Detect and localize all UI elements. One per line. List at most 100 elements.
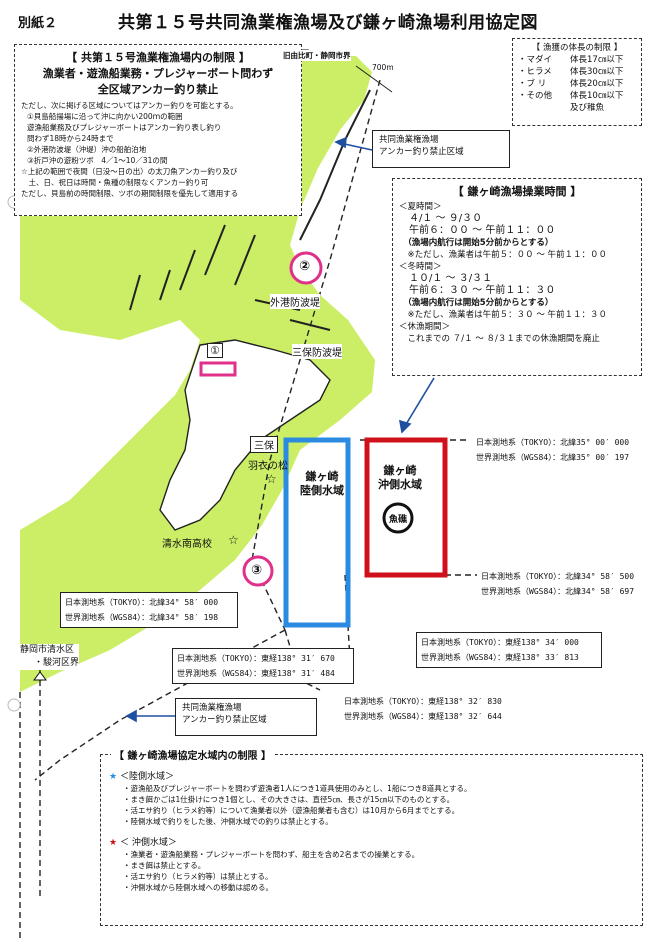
anchor-ban-bottom-box: 共同漁業権漁場 アンカー釣り禁止区域 [175,698,317,736]
coord-wgs: 世界測地系（WGS84）：北緯34° 58′ 697 [481,587,635,596]
coord-bottom-east: 日本測地系（TOKYO）：東経138° 32′ 830 世界測地系（WGS84）… [340,692,526,728]
operation-time-box: 【 鎌ヶ崎漁場操業時間 】 ＜夏時間＞ ４/１ ～ ９/３０ 午前６：００ ～ … [392,178,642,376]
fish-limit: 体長10㎝以下 [570,91,624,101]
okigawa-rule: ・まき餌は禁止とする。 [123,861,206,870]
rikugawa-rule: ・遊漁船及びプレジャーボートを問わず遊漁者1人につき1道具使用のみとし、1船につ… [123,784,472,793]
gyogyoken-title: 【 共第１５号漁業権漁場内の制限 】 [66,51,250,64]
fish-name: ・ブ リ [518,79,547,89]
district-boundary-label: 静岡市清水区 ・駿河区界 [20,644,80,670]
fish-limit: 体長17㎝以下 [570,55,624,65]
gyogyoken-restriction-box: 【 共第１５号漁業権漁場内の制限 】 漁業者・遊漁船業務・プレジャーボート問わず… [14,44,302,216]
school-star-icon: ☆ [228,533,239,547]
fish-limit: 体長20㎝以下 [570,79,624,89]
coord-right-east: 日本測地系（TOKYO）：東経138° 34′ 000 世界測地系（WGS84）… [416,632,602,668]
hagoromo-label: 羽衣の松 [248,461,288,472]
anchor-ban-bottom-line1: 共同漁業権漁場 [182,703,242,713]
gyogyoken-item: 土、日、祝日は時間・魚種の制限なくアンカー釣り可 [21,178,209,187]
reef-label: 魚礁 [389,515,408,525]
okigawa-heading: ＜ 沖側水域＞ [119,838,177,848]
operation-line: これまでの ７/１ ～ ８/３１までの休漁期間を廃止 [399,334,600,344]
shimizu-minami-label: 清水南高校 [162,539,212,550]
distance-label: 700m [372,63,394,72]
fish-size-title: 【 漁獲の体長の制限 】 [531,43,623,53]
miho-breakwater-label: 三保防波堤 [292,344,342,359]
boundary-marker-left [33,671,47,681]
coord-wgs: 世界測地系（WGS84）：東経138° 31′ 484 [177,669,335,678]
marker2-circle [289,251,323,285]
operation-line: ４/１ ～ ９/３０ [399,213,483,224]
operation-line: ＜休漁期間＞ [399,322,451,332]
rikugawa-rules: ★ ＜陸側水域＞ ・遊漁船及びプレジャーボートを問わず遊漁者1人につき1道具使用… [109,771,634,827]
coord-tokyo: 日本測地系（TOKYO）：東経138° 32′ 830 [344,697,502,706]
operation-line: １０/１ ～ ３/３１ [399,273,493,284]
coord-tokyo: 日本測地系（TOKYO）：北緯35° 00′ 000 [476,438,630,447]
coord-tokyo: 日本測地系（TOKYO）：北緯34° 58′ 000 [65,598,219,607]
rikugawa-zone [283,437,351,628]
operation-line: 午前６：３０ ～ 午前１１：３０ [399,285,556,296]
attachment-label: 別紙２ [18,16,58,31]
distance-line [355,65,393,93]
gyogyoken-item: ③折戸沖の遊粉ツボ 4／1～10／31の間 [27,156,168,165]
fish-size-extra: 及び稚魚 [570,103,605,113]
operation-line: （漁場内航行は開始5分前からとする） [399,298,554,308]
gyogyoken-item: ②外港防波堤（沖堤）沖の船舶泊地 [27,145,147,154]
gyogyoken-item: 遊漁船業務及びプレジャーボートはアンカー釣り表し釣り [27,123,222,132]
coord-se-north: 日本測地系（TOKYO）：北緯34° 58′ 500 世界測地系（WGS84）：… [477,567,659,603]
coord-ne-north: 日本測地系（TOKYO）：北緯35° 00′ 000 世界測地系（WGS84）：… [472,433,654,469]
coord-wgs: 世界測地系（WGS84）：東経138° 33′ 813 [421,653,579,662]
okigawa-line2: 沖側水域 [378,478,422,491]
operation-line: （漁場内航行は開始5分前からとする） [399,238,554,248]
anchor-ban-top-line2: アンカー釣り禁止区域 [379,147,464,157]
hole-punch-2 [7,698,21,712]
rikugawa-heading: ＜陸側水域＞ [119,772,174,782]
operation-line: ※ただし、漁業者は午前５：３０ ～ 午前１１：３０ [399,310,608,320]
rikugawa-line2: 陸側水域 [300,484,344,497]
gyogyoken-item: ①貝島船揚場に沿って沖に向かい200ｍの範囲 [27,112,183,121]
miho-label: 三保 [250,436,278,453]
breakwater-lines [129,89,371,311]
gyogyoken-line2: 全区域アンカー釣り禁止 [97,83,219,96]
gyogyoken-item: ☆上記の範囲で夜間（日没～日の出）の太刀魚アンカー釣り及び [21,167,238,176]
page-title: 共第１５号共同漁業権漁場及び鎌ヶ崎漁場利用協定図 [118,13,538,33]
operation-line: ＜夏時間＞ [399,202,442,212]
okigawa-rule: ・活エサ釣り（ヒラメ釣等）は禁止とする。 [123,872,273,881]
rikugawa-rule: ・まき餌かごは1仕掛けにつき1個とし、その大きさは、直径5㎝、長さが15㎝以下の… [123,795,455,804]
okigawa-zone [364,437,448,578]
boundary-label: 旧由比町・静岡市界 [283,50,351,61]
fish-name: ・マダイ [518,55,553,65]
outer-breakwater-label: 外港防波堤 [270,294,320,309]
marker3-circle [242,555,274,587]
gyogyoken-line1: 漁業者・遊漁船業務・プレジャーボート問わず [42,67,274,80]
operation-title: 【 鎌ヶ崎漁場操業時間 】 [452,185,582,198]
blue-star-icon: ★ [109,772,118,782]
shimizu-port-water [160,340,330,530]
gyogyoken-item: 問わず18時から24時まで [27,134,114,143]
gyogyoken-item: ただし、貝島前の時間制限、ツボの期間制限を優先して適用する [21,189,239,198]
okigawa-label: 鎌ヶ崎 沖側水域 [378,464,422,492]
rules-title: 【 鎌ヶ崎漁場協定水域内の制限 】 [111,747,274,762]
operation-line: 午前６：００ ～ 午前１１：００ [399,225,556,236]
reef-marker [382,502,414,534]
okigawa-rule: ・漁業者・遊漁船業務・プレジャーボートを問わず、船主を含め2名までの操業とする。 [123,850,420,859]
marker1-rect [199,361,237,377]
fish-limit: 体長30㎝以下 [570,67,624,77]
fish-name: ・ヒラメ [518,67,552,77]
fish-size-row: ・ヒラメ 体長30㎝以下 [518,66,636,78]
anchor-ban-top-box: 共同漁業権漁場 アンカー釣り禁止区域 [372,130,510,168]
okigawa-rule: ・沖側水域から陸側水域への移動は認める。 [123,883,273,892]
operation-line: ＜冬時間＞ [399,262,442,272]
coord-tokyo: 日本測地系（TOKYO）：北緯34° 58′ 500 [481,572,635,581]
coord-tokyo: 日本測地系（TOKYO）：東経138° 34′ 000 [421,638,579,647]
kamagasaki-rules-box: 【 鎌ヶ崎漁場協定水域内の制限 】 ★ ＜陸側水域＞ ・遊漁船及びプレジャーボー… [100,747,643,926]
district-line1: 静岡市清水区 [20,645,75,655]
rikugawa-line1: 鎌ヶ崎 [305,470,339,483]
fish-size-row: ・マダイ 体長17㎝以下 [518,54,636,66]
rikugawa-label: 鎌ヶ崎 陸側水域 [300,470,344,498]
anchor-ban-top-line1: 共同漁業権漁場 [379,135,439,145]
rikugawa-rule: ・陸側水域で釣りをした後、沖側水域での釣りは禁止とする。 [123,817,333,826]
coord-wgs: 世界測地系（WGS84）：東経138° 32′ 644 [344,712,502,721]
operation-line: ※ただし、漁業者は午前５：００ ～ 午前１１：００ [399,250,608,260]
fish-name: ・その他 [518,91,553,101]
marker1-label: ① [207,343,223,358]
fish-size-row: ・その他 体長10㎝以下 [518,90,636,102]
